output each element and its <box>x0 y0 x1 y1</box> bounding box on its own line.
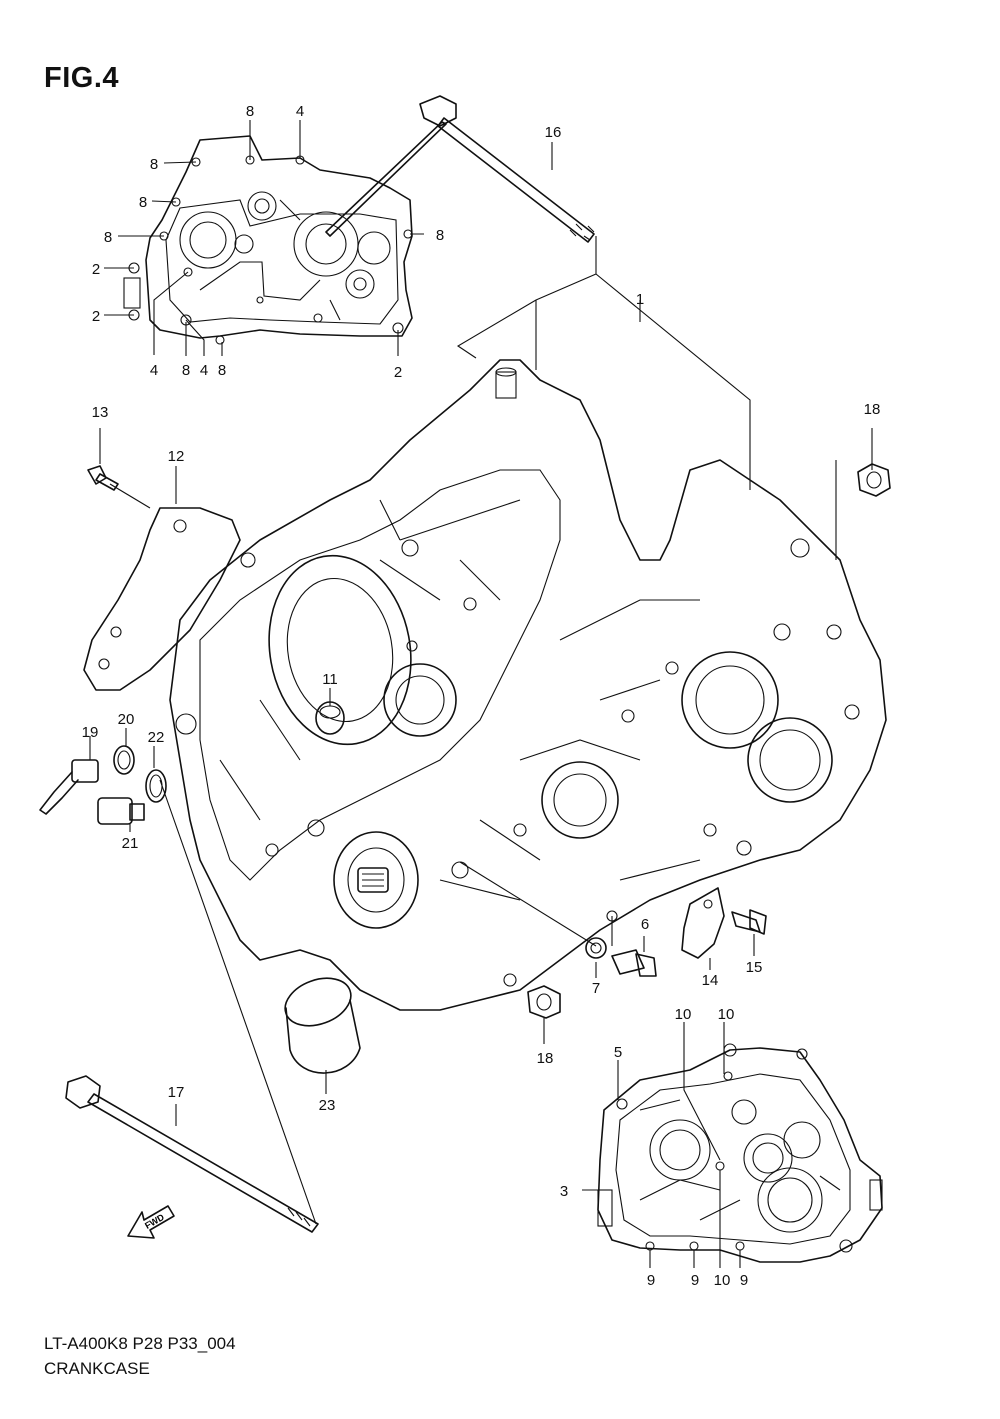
callout-21: 21 <box>122 835 139 852</box>
cap-23 <box>284 977 361 1094</box>
upper-crankcase-half-inset <box>104 120 424 356</box>
callout-4: 4 <box>296 103 304 120</box>
callout-13: 13 <box>92 404 109 421</box>
callout-15: 15 <box>746 959 763 976</box>
callout-8: 8 <box>150 156 158 173</box>
bolt-13 <box>87 428 119 491</box>
bolt-17 <box>65 1075 319 1233</box>
callout-9: 9 <box>740 1272 748 1289</box>
callout-9: 9 <box>647 1272 655 1289</box>
callout-1: 1 <box>636 291 644 308</box>
callout-7: 7 <box>592 980 600 997</box>
callout-17: 17 <box>168 1084 185 1101</box>
footer-model-code: LT-A400K8 P28 P33_004 <box>44 1334 236 1353</box>
nut-18-top <box>857 463 891 497</box>
callout-12: 12 <box>168 448 185 465</box>
callout-22: 22 <box>148 729 165 746</box>
sensor-parts <box>39 728 167 832</box>
callout-labels: 8 4 8 8 8 8 2 2 4 8 4 8 2 16 1 13 12 18 … <box>82 103 881 1289</box>
callout-6: 6 <box>641 916 649 933</box>
callout-8: 8 <box>436 227 444 244</box>
callout-8: 8 <box>182 362 190 379</box>
fwd-arrow: FWD <box>127 1205 175 1239</box>
callout-14: 14 <box>702 972 719 989</box>
lower-crankcase-half-inset <box>582 1022 883 1268</box>
callout-23: 23 <box>319 1097 336 1114</box>
footer-section-name: CRANKCASE <box>44 1359 150 1378</box>
callout-18: 18 <box>864 401 881 418</box>
nut-18-bottom <box>527 985 561 1044</box>
callout-5: 5 <box>614 1044 622 1061</box>
main-crankcase <box>153 236 887 1225</box>
callout-8: 8 <box>139 194 147 211</box>
bolt-6-washer-7 <box>585 936 657 978</box>
callout-10: 10 <box>718 1006 735 1023</box>
callout-10: 10 <box>714 1272 731 1289</box>
callout-3: 3 <box>560 1183 568 1200</box>
callout-9: 9 <box>691 1272 699 1289</box>
callout-4: 4 <box>200 362 208 379</box>
figure-title: FIG.4 <box>44 62 120 94</box>
bracket-14-bolt-15 <box>681 887 767 970</box>
callout-2: 2 <box>394 364 402 381</box>
callout-8: 8 <box>104 229 112 246</box>
bolt-16 <box>325 95 595 243</box>
callout-11: 11 <box>322 671 338 688</box>
callout-2: 2 <box>92 308 100 325</box>
bracket-12 <box>83 466 241 691</box>
callout-20: 20 <box>118 711 135 728</box>
callout-8: 8 <box>218 362 226 379</box>
callout-16: 16 <box>545 124 562 141</box>
callout-10: 10 <box>675 1006 692 1023</box>
callout-4: 4 <box>150 362 158 379</box>
callout-18: 18 <box>537 1050 554 1067</box>
callout-19: 19 <box>82 724 99 741</box>
callout-2: 2 <box>92 261 100 278</box>
callout-8: 8 <box>246 103 254 120</box>
